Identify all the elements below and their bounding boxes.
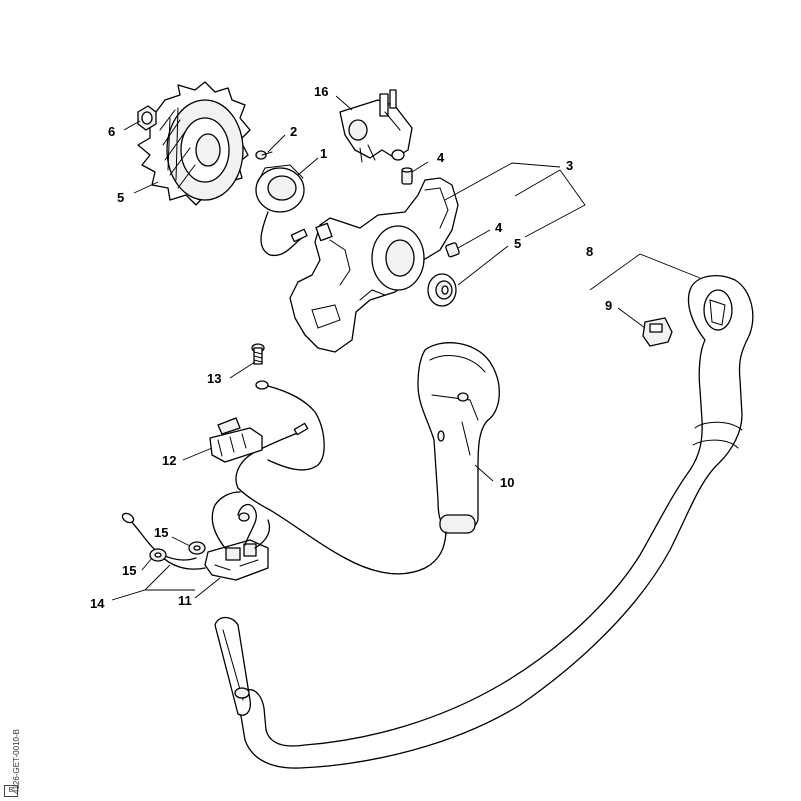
callout-15-lower: 15 (122, 563, 136, 578)
part-5-bearing[interactable] (427, 273, 457, 307)
callout-1: 1 (320, 146, 327, 161)
callout-4-upper: 4 (437, 150, 445, 165)
callout-5: 5 (514, 236, 521, 251)
callout-15-upper: 15 (154, 525, 168, 540)
leader-lines (111, 95, 701, 601)
callout-3: 3 (566, 158, 573, 173)
part-1-ignition-module[interactable] (255, 164, 308, 257)
callout-4-lower: 4 (495, 220, 503, 235)
part-16-carburetor[interactable] (339, 89, 413, 163)
part-12-terminal[interactable] (209, 417, 263, 463)
callout-labels: 6 5 2 1 16 4 3 4 5 8 9 10 13 12 15 15 14… (90, 84, 612, 611)
part-3-crankcase[interactable] (289, 177, 459, 353)
part-7-nut[interactable] (137, 105, 157, 131)
part-2-screw[interactable] (255, 150, 273, 160)
callout-2: 2 (290, 124, 297, 139)
callout-8: 8 (586, 244, 593, 259)
part-8-loop-handle[interactable] (214, 275, 754, 769)
part-11-switch-block[interactable] (204, 491, 271, 581)
callout-16: 16 (314, 84, 328, 99)
part-6-flywheel[interactable] (137, 81, 251, 206)
part-15-grommet-a[interactable] (188, 541, 206, 555)
part-10-control-handle[interactable] (417, 342, 500, 534)
callout-12: 12 (162, 453, 176, 468)
part-9-switch[interactable] (642, 317, 673, 347)
callout-9: 9 (605, 298, 612, 313)
part-13-screw[interactable] (251, 343, 265, 365)
drawing-reference-box: B (4, 785, 18, 797)
callout-13: 13 (207, 371, 221, 386)
part-15-grommet-b[interactable] (149, 548, 167, 562)
callout-14: 14 (90, 596, 105, 611)
callout-10: 10 (500, 475, 514, 490)
part-4-sleeve-upper[interactable] (401, 167, 413, 185)
handle-cable-corrugated (237, 487, 447, 575)
callout-6: 5 (117, 190, 124, 205)
part-14-short-circuit-wire[interactable] (121, 512, 206, 570)
part-4-sleeve-lower[interactable] (445, 242, 460, 258)
callout-11: 11 (178, 593, 192, 608)
callout-7: 6 (108, 124, 115, 139)
